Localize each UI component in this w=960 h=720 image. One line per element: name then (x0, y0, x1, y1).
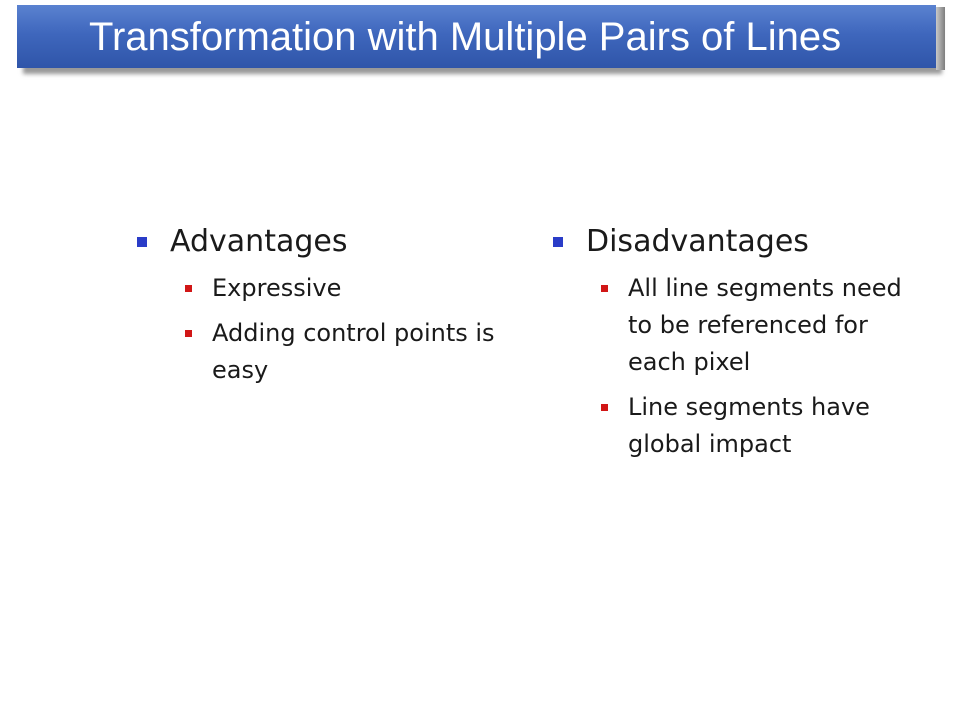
list-item: Adding control points is easy (185, 315, 527, 389)
advantages-heading: Advantages (170, 224, 348, 259)
advantages-heading-item: Advantages (137, 220, 527, 264)
square-bullet-icon (137, 237, 147, 247)
list-item-text: Adding control points is easy (212, 319, 495, 384)
disadvantages-column: Disadvantages All line segments need to … (553, 220, 923, 471)
square-bullet-icon (553, 237, 563, 247)
title-bar-edge (936, 7, 945, 70)
square-bullet-icon (601, 404, 608, 411)
advantages-column: Advantages Expressive Adding control poi… (137, 220, 527, 397)
slide-title: Transformation with Multiple Pairs of Li… (89, 15, 842, 59)
disadvantages-list: All line segments need to be referenced … (601, 270, 923, 463)
list-item-text: Line segments have global impact (628, 393, 870, 458)
list-item: All line segments need to be referenced … (601, 270, 923, 381)
disadvantages-heading-item: Disadvantages (553, 220, 923, 264)
advantages-list: Expressive Adding control points is easy (185, 270, 527, 389)
list-item: Expressive (185, 270, 527, 307)
square-bullet-icon (185, 330, 192, 337)
square-bullet-icon (601, 285, 608, 292)
square-bullet-icon (185, 285, 192, 292)
list-item-text: Expressive (212, 274, 342, 302)
disadvantages-heading: Disadvantages (586, 224, 809, 259)
title-bar: Transformation with Multiple Pairs of Li… (17, 5, 945, 70)
list-item: Line segments have global impact (601, 389, 923, 463)
list-item-text: All line segments need to be referenced … (628, 274, 902, 376)
